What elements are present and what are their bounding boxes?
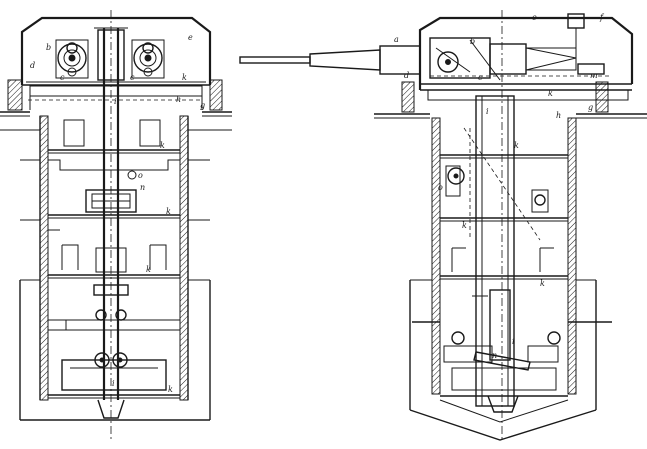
label-k: k (462, 221, 467, 230)
label-k: k (548, 89, 553, 98)
label-k: k (514, 141, 519, 150)
left-deck-flange (0, 79, 232, 117)
left-barbette-walls (39, 115, 189, 401)
label-n: n (140, 183, 145, 192)
right-deck-platforms (412, 154, 612, 397)
gun-barrel (239, 45, 421, 75)
label-k: k (146, 265, 151, 274)
left-view-labels: e d c c b k k i h g o n k k i k (30, 33, 205, 394)
right-view-labels: a e f b c d m k g h i k o k k n i (394, 13, 605, 360)
label-d: d (30, 61, 35, 70)
label-e: e (532, 13, 537, 22)
label-b: b (46, 43, 51, 52)
label-i: i (114, 97, 117, 106)
right-barbette-walls (431, 117, 577, 395)
label-c: c (130, 73, 135, 82)
left-turret-housing (20, 16, 212, 110)
left-hull-lines (0, 129, 232, 421)
label-e: e (188, 33, 193, 42)
label-k: k (160, 141, 165, 150)
label-o: o (438, 183, 443, 192)
left-central-trunk (94, 10, 128, 440)
left-interior-details (28, 99, 200, 419)
label-k: k (168, 385, 173, 394)
right-hull-bottom (409, 279, 597, 441)
right-interior-details (443, 127, 561, 413)
label-f: f (599, 13, 605, 22)
label-h: h (556, 111, 561, 120)
label-h: h (176, 95, 181, 104)
left-gun-cradle-left (55, 39, 89, 79)
label-o: o (138, 171, 143, 180)
right-deck-flange (374, 81, 647, 119)
breech-mechanism (429, 37, 610, 81)
label-c: c (60, 73, 65, 82)
label-c: c (478, 73, 483, 82)
label-k: k (166, 207, 171, 216)
label-n: n (492, 351, 497, 360)
label-g: g (200, 101, 205, 110)
label-b: b (470, 37, 475, 46)
label-m: m (590, 71, 598, 80)
left-section-view: e d c c b k k i h g o n k k i k (0, 10, 232, 440)
label-a: a (394, 35, 399, 44)
label-i: i (112, 379, 115, 388)
label-g: g (588, 103, 593, 112)
label-i: i (512, 337, 515, 346)
left-deck-platforms (48, 149, 180, 399)
left-gun-cradle-right (131, 39, 165, 79)
label-k: k (540, 279, 545, 288)
label-k: k (182, 73, 187, 82)
right-section-view: a e f b c d m k g h i k o k k n i (239, 10, 647, 441)
label-d: d (404, 71, 409, 80)
label-i: i (486, 107, 489, 116)
